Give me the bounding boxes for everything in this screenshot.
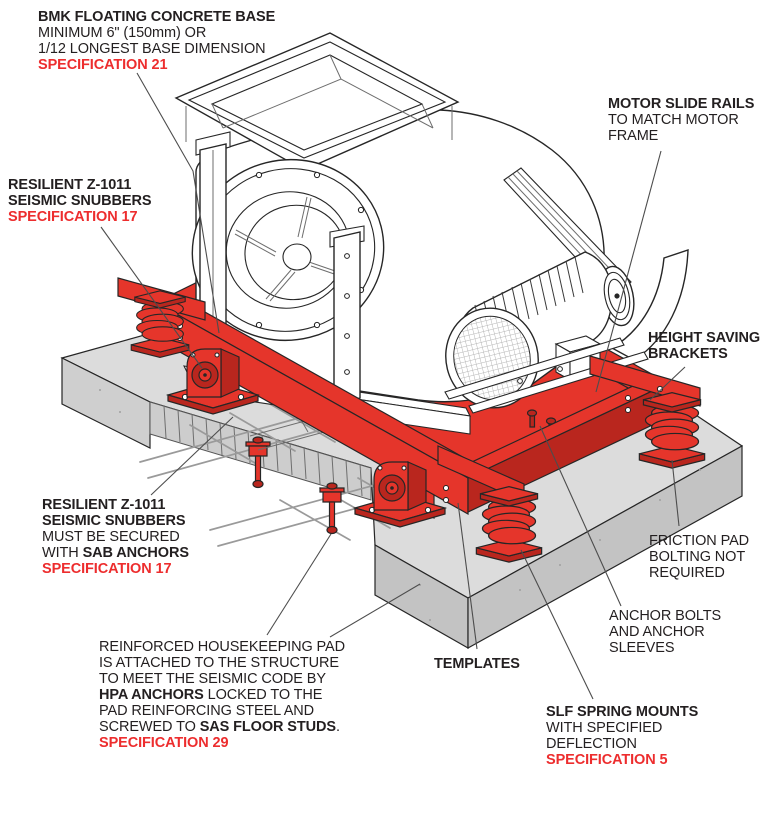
- label-line: MUST BE SECURED: [42, 529, 180, 545]
- label-line: SEISMIC SNUBBERS: [42, 513, 186, 529]
- label-line: SLEEVES: [609, 640, 675, 656]
- label-line: BRACKETS: [648, 346, 728, 362]
- label-line: TO MATCH MOTOR: [608, 112, 739, 128]
- label-line: FRAME: [608, 128, 659, 144]
- label-line: HEIGHT SAVING: [648, 330, 761, 346]
- slf-spring-mount: [475, 486, 543, 563]
- callout-anchor-bolts: ANCHOR BOLTS AND ANCHOR SLEEVES: [609, 608, 721, 656]
- label-line: PAD REINFORCING STEEL AND: [99, 703, 315, 719]
- motor: [445, 251, 635, 409]
- label-line: TEMPLATES: [434, 656, 520, 672]
- callout-height-saving-brackets: HEIGHT SAVING BRACKETS: [648, 330, 760, 362]
- specification-ref: SPECIFICATION 5: [546, 752, 668, 768]
- label-line: REQUIRED: [649, 565, 725, 581]
- callout-friction-pad: FRICTION PAD BOLTING NOT REQUIRED: [649, 533, 749, 581]
- label-line: TO MEET THE SEISMIC CODE BY: [99, 671, 326, 687]
- callout-housekeeping-pad: REINFORCED HOUSEKEEPING PAD IS ATTACHED …: [99, 639, 345, 751]
- label-line: FRICTION PAD: [649, 533, 750, 549]
- motor-pulley: [603, 271, 631, 321]
- inlet-spokes: [234, 196, 341, 302]
- label-line: DEFLECTION: [546, 736, 637, 752]
- specification-ref: SPECIFICATION 17: [42, 561, 172, 577]
- slf-spring-mount: [130, 290, 190, 358]
- label-line: REINFORCED HOUSEKEEPING PAD: [99, 639, 345, 655]
- callout-bmk-floating-base: BMK FLOATING CONCRETE BASE MINIMUM 6" (1…: [38, 9, 275, 73]
- label-line: MINIMUM 6" (150mm) OR: [38, 25, 207, 41]
- specification-ref: SPECIFICATION 17: [8, 209, 138, 225]
- inlet-ring: [191, 158, 385, 342]
- callout-seismic-snubbers-lower: RESILIENT Z-1011 SEISMIC SNUBBERS MUST B…: [42, 497, 189, 577]
- label-line: IS ATTACHED TO THE STRUCTURE: [99, 655, 339, 671]
- label-line: WITH SPECIFIED: [546, 720, 663, 736]
- label-line: RESILIENT Z-1011: [8, 177, 132, 193]
- label-line: HPA ANCHORS LOCKED TO THE: [99, 687, 323, 703]
- label-line: AND ANCHOR: [609, 624, 705, 640]
- specification-ref: SPECIFICATION 29: [99, 735, 229, 751]
- label-line: BMK FLOATING CONCRETE BASE: [38, 9, 276, 25]
- callout-motor-slide-rails: MOTOR SLIDE RAILS TO MATCH MOTOR FRAME: [608, 96, 754, 144]
- label-line: RESILIENT Z-1011: [42, 497, 166, 513]
- discharge-duct: [174, 32, 460, 206]
- callout-seismic-snubbers-upper: RESILIENT Z-1011 SEISMIC SNUBBERS SPECIF…: [8, 177, 152, 225]
- label-line: ANCHOR BOLTS: [609, 608, 722, 624]
- label-line: SLF SPRING MOUNTS: [546, 704, 699, 720]
- label-line: 1/12 LONGEST BASE DIMENSION: [38, 41, 266, 57]
- scroll-side-panel: [610, 249, 689, 361]
- callout-slf-spring-mounts: SLF SPRING MOUNTS WITH SPECIFIED DEFLECT…: [546, 704, 698, 768]
- specification-ref: SPECIFICATION 21: [38, 57, 168, 73]
- callout-templates: TEMPLATES: [434, 656, 520, 672]
- label-line: SCREWED TO SAS FLOOR STUDS.: [99, 719, 340, 735]
- hpa-anchor: [319, 482, 345, 535]
- slf-spring-mount: [638, 392, 706, 469]
- label-line: WITH SAB ANCHORS: [42, 545, 189, 561]
- leader-lines: [100, 72, 686, 700]
- label-line: SEISMIC SNUBBERS: [8, 193, 152, 209]
- label-line: MOTOR SLIDE RAILS: [608, 96, 755, 112]
- label-line: BOLTING NOT: [649, 549, 746, 565]
